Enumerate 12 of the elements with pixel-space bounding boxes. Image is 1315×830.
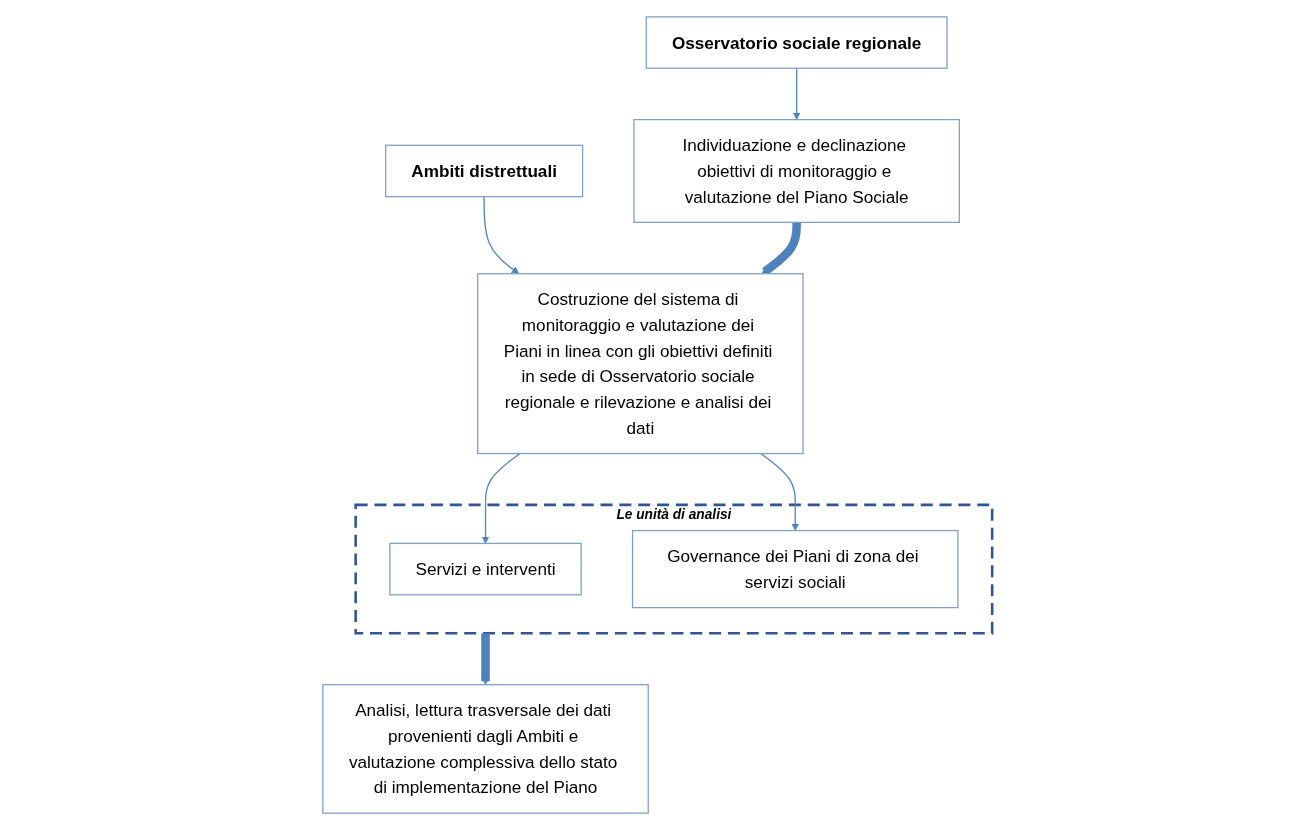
arrow [760, 452, 799, 531]
node-box: Ambiti distrettuali [385, 144, 584, 198]
node-box: Governance dei Piani di zona dei servizi sociali [631, 529, 959, 609]
arrow [481, 452, 521, 544]
arrow [792, 67, 801, 120]
node-box: Osservatorio sociale regionale [645, 16, 948, 69]
node-box: Analisi, lettura trasversale dei dati provenienti dagli Ambiti e valutazione complessiva dello stato di implementazione del Piano [322, 684, 649, 814]
node-box: Costruzione del sistema di monitoraggio e valutazione dei Piani in linea con gli obiettivi definiti in sede di Osservatorio sociale regionale e rilevazione e analisi dei dati [477, 273, 804, 455]
node-box: Individuazione e declinazione obiettivi di monitoraggio e valutazione del Piano Sociale [633, 118, 960, 223]
arrow [483, 196, 520, 275]
node-box: Servizi e interventi [389, 542, 582, 596]
arrow [481, 633, 490, 686]
